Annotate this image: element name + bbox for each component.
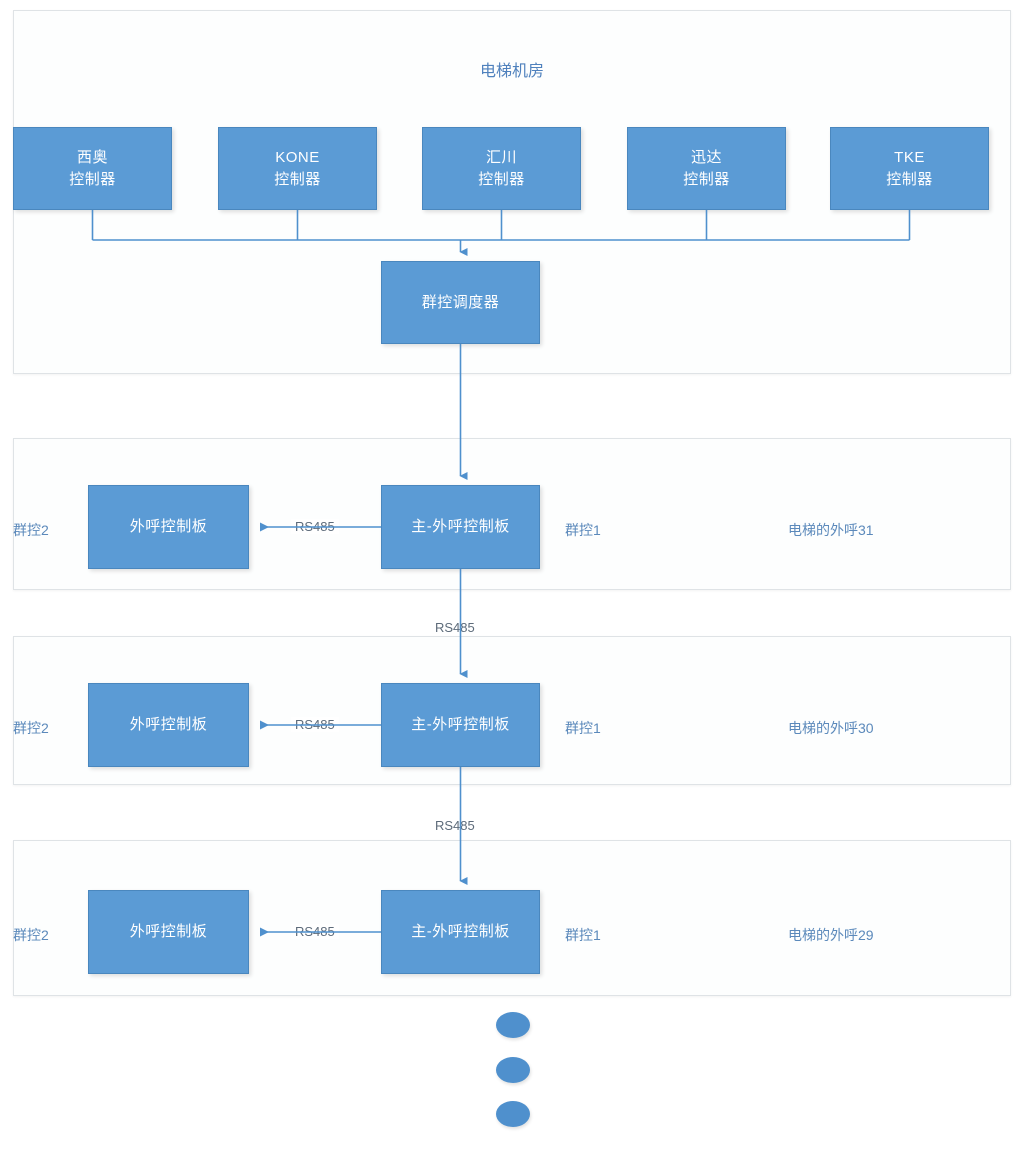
continuation-dot-icon xyxy=(496,1012,530,1038)
master-hall-call-board-label: 主-外呼控制板 xyxy=(411,923,510,940)
group-control-dispatcher-box[interactable]: 群控调度器 xyxy=(381,261,540,344)
group-control-2-label-31: 群控2 xyxy=(13,522,49,538)
controller-type: 控制器 xyxy=(274,170,321,188)
controller-brand: KONE xyxy=(275,148,320,166)
master-hall-call-board-30[interactable]: 主-外呼控制板 xyxy=(381,683,540,767)
controller-box-tke[interactable]: TKE 控制器 xyxy=(830,127,989,210)
machine-room-title: 电梯机房 xyxy=(479,63,544,80)
controller-brand: 西奥 xyxy=(76,148,108,166)
controller-type: 控制器 xyxy=(683,170,730,188)
controller-brand: TKE xyxy=(894,148,925,166)
continuation-dot-icon xyxy=(496,1057,530,1083)
hall-call-board-31[interactable]: 外呼控制板 xyxy=(88,485,249,569)
controller-type: 控制器 xyxy=(478,170,525,188)
group-control-2-label-30: 群控2 xyxy=(13,720,49,736)
controller-box-xiao[interactable]: 西奥 控制器 xyxy=(13,127,172,210)
controller-type: 控制器 xyxy=(69,170,116,188)
floor-hall-label-30: 电梯的外呼30 xyxy=(788,720,874,736)
master-hall-call-board-label: 主-外呼控制板 xyxy=(411,716,510,733)
group-control-1-label-30: 群控1 xyxy=(565,720,601,736)
rs485-bus-label-30: RS485 xyxy=(291,717,339,732)
controller-box-kone[interactable]: KONE 控制器 xyxy=(218,127,377,210)
floor-hall-label-29: 电梯的外呼29 xyxy=(788,927,874,943)
hall-call-board-label: 外呼控制板 xyxy=(129,716,208,733)
rs485-downlink-label-31-to-30: RS485 xyxy=(431,620,479,635)
continuation-dot-icon xyxy=(496,1101,530,1127)
controller-box-huichuan[interactable]: 汇川 控制器 xyxy=(422,127,581,210)
master-hall-call-board-31[interactable]: 主-外呼控制板 xyxy=(381,485,540,569)
controller-brand: 汇川 xyxy=(485,148,517,166)
rs485-bus-label-31: RS485 xyxy=(291,519,339,534)
floor-hall-label-31: 电梯的外呼31 xyxy=(788,522,874,538)
hall-call-board-label: 外呼控制板 xyxy=(129,518,208,535)
master-hall-call-board-label: 主-外呼控制板 xyxy=(411,518,510,535)
master-hall-call-board-29[interactable]: 主-外呼控制板 xyxy=(381,890,540,974)
group-control-2-label-29: 群控2 xyxy=(13,927,49,943)
controller-type: 控制器 xyxy=(886,170,933,188)
hall-call-board-30[interactable]: 外呼控制板 xyxy=(88,683,249,767)
dispatcher-label: 群控调度器 xyxy=(421,293,500,311)
group-control-1-label-31: 群控1 xyxy=(565,522,601,538)
controller-box-xunda[interactable]: 迅达 控制器 xyxy=(627,127,786,210)
rs485-bus-label-29: RS485 xyxy=(291,924,339,939)
controller-brand: 迅达 xyxy=(690,148,722,166)
hall-call-board-29[interactable]: 外呼控制板 xyxy=(88,890,249,974)
group-control-1-label-29: 群控1 xyxy=(565,927,601,943)
rs485-downlink-label-30-to-29: RS485 xyxy=(431,818,479,833)
hall-call-board-label: 外呼控制板 xyxy=(129,923,208,940)
